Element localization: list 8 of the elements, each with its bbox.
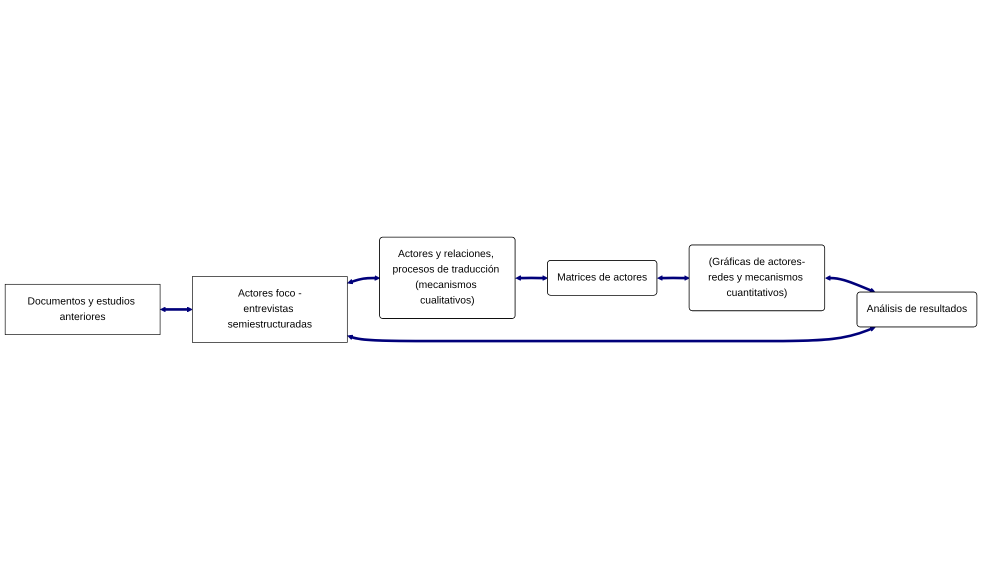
node-box: Documentos y estudios anteriores (4, 284, 160, 335)
arrow (657, 274, 690, 281)
arrow (347, 274, 380, 284)
node-box: Actores foco -entrevistas semiestructuradas (192, 276, 348, 342)
arrow (347, 326, 876, 342)
arrow (515, 274, 548, 281)
arrow (160, 306, 193, 312)
arrow (825, 274, 876, 293)
